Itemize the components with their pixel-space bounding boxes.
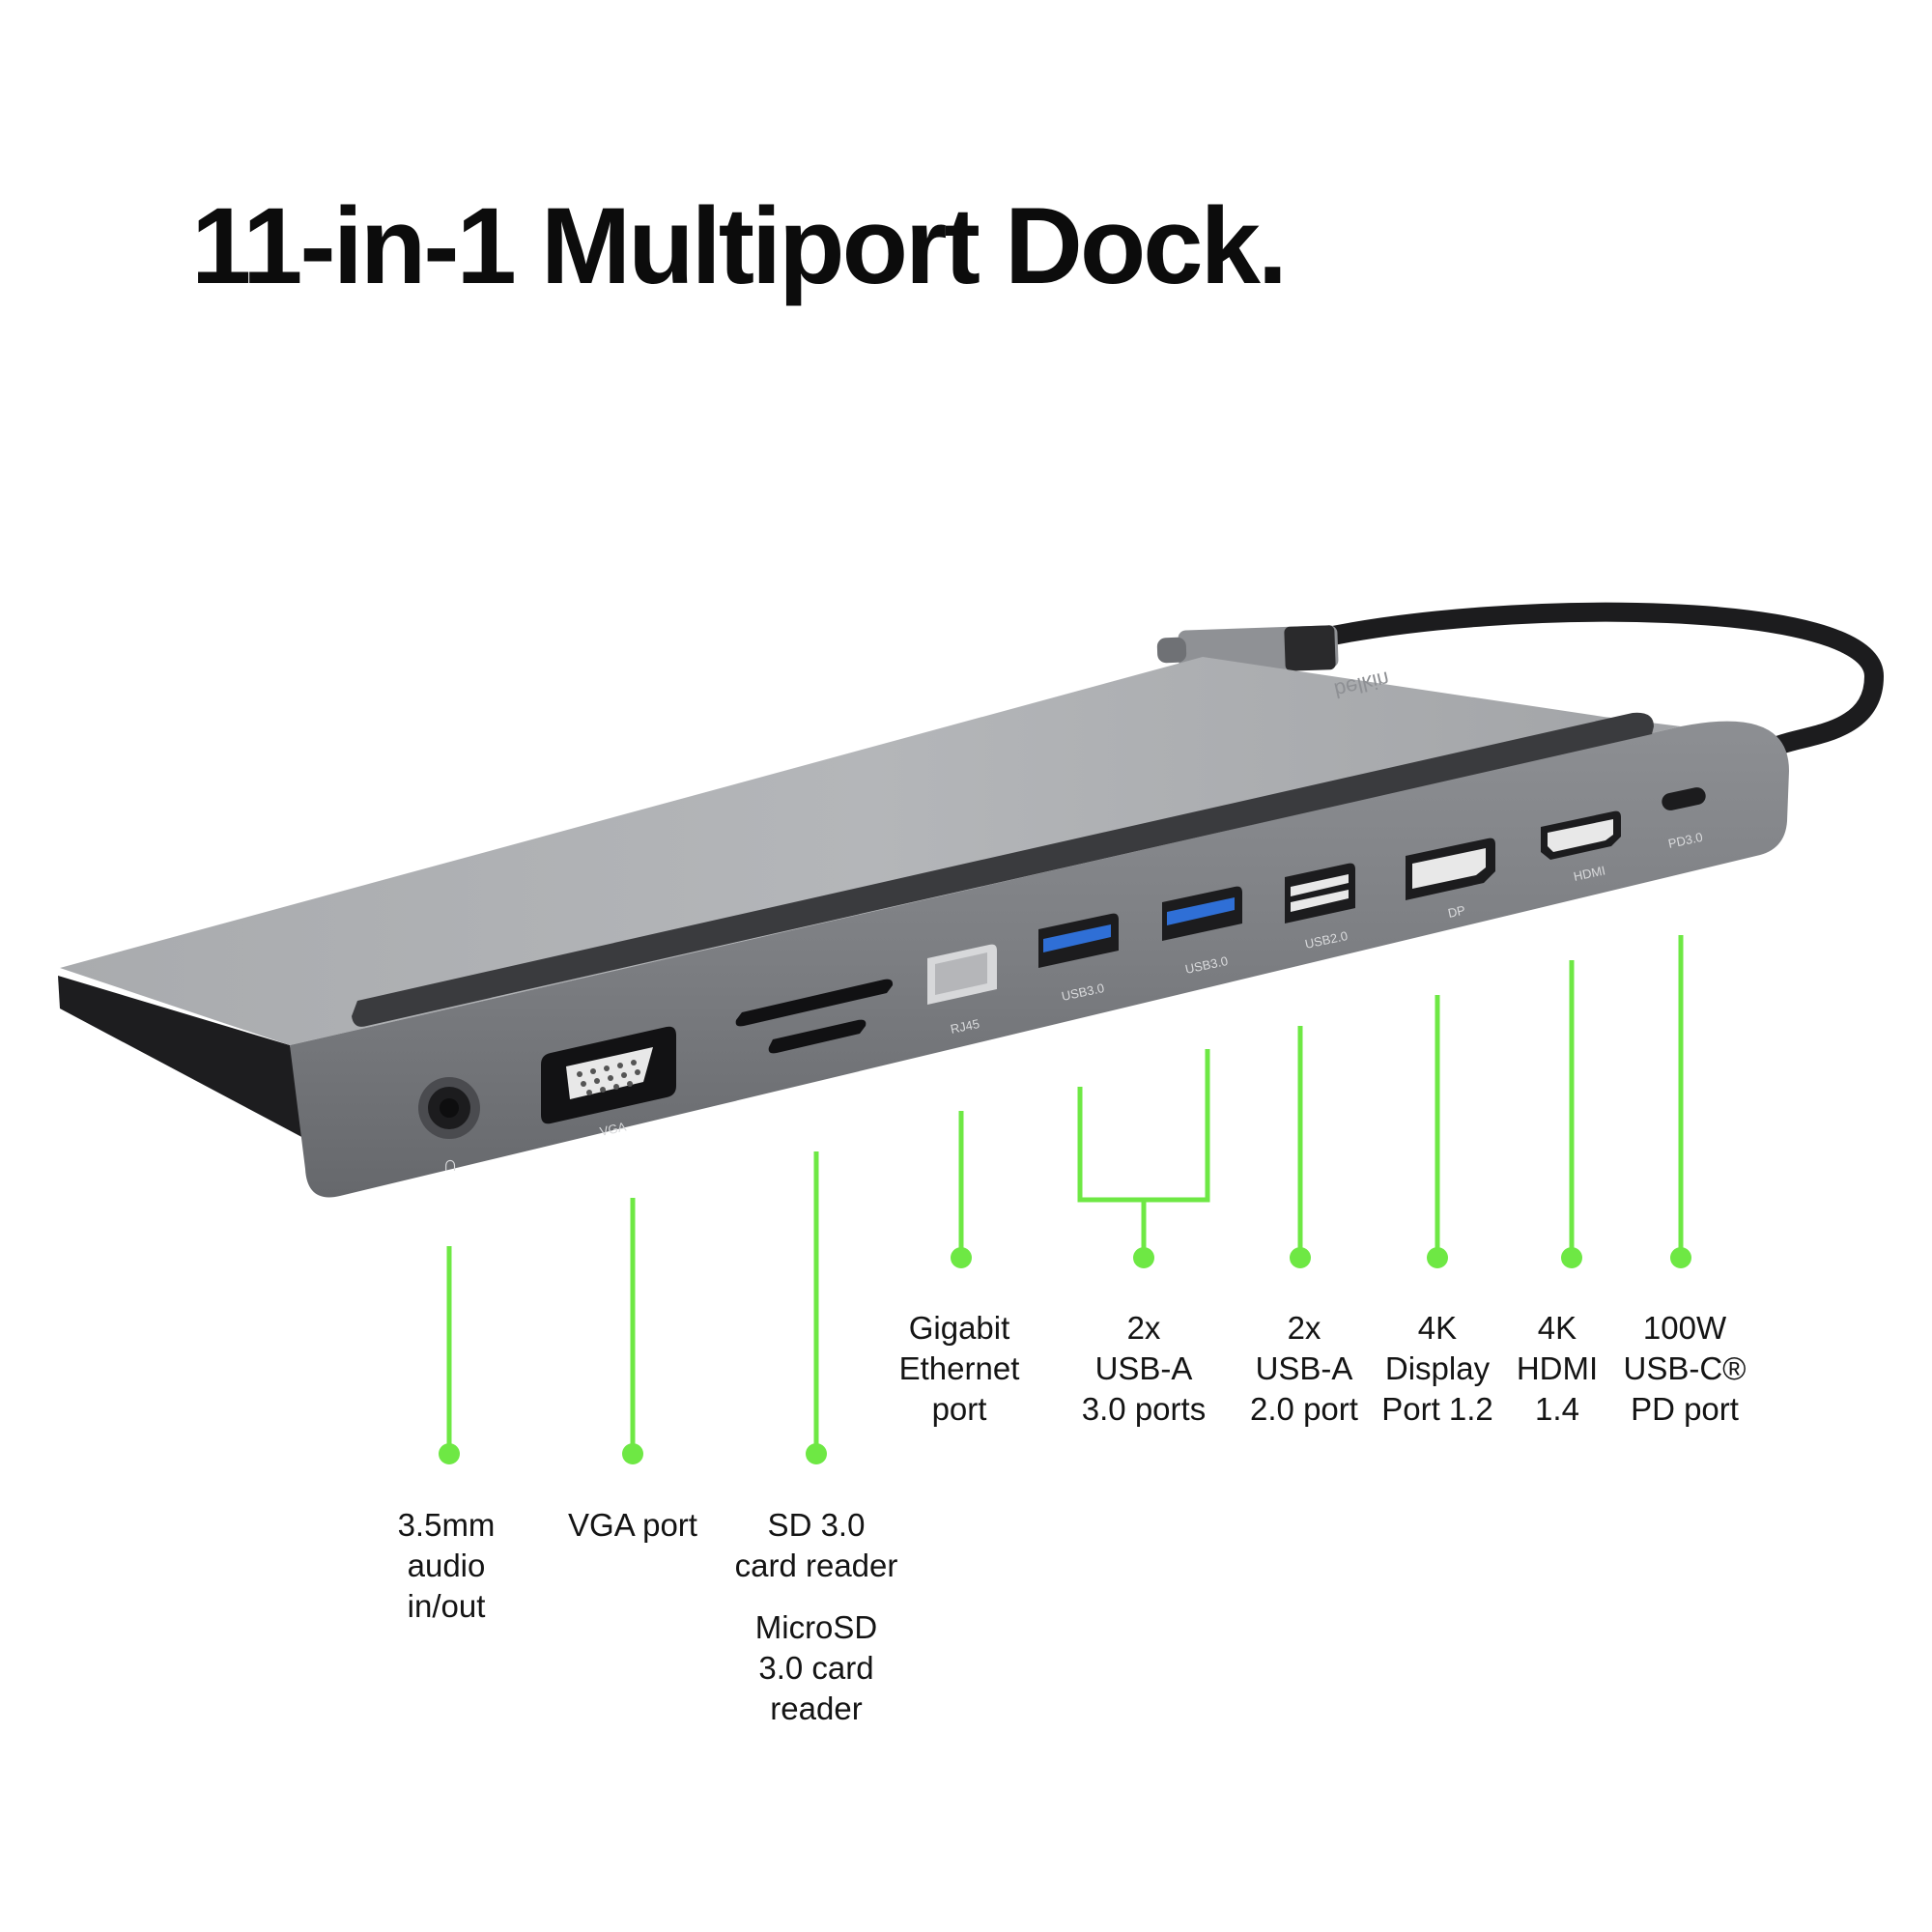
usb-a-3-port-2: USB3.0 — [1162, 886, 1242, 977]
label-sd: SD 3.0 card reader — [734, 1507, 898, 1583]
usb-c-cable — [1314, 602, 1885, 755]
sd-card-slots — [735, 979, 894, 1054]
label-usbc: 100W USB-C® PD port — [1623, 1310, 1747, 1427]
svg-text:HDMI: HDMI — [1573, 863, 1607, 884]
svg-text:PD3.0: PD3.0 — [1667, 830, 1704, 851]
label-hdmi: 4K HDMI 1.4 — [1516, 1310, 1599, 1427]
displayport-port: DP — [1406, 838, 1495, 921]
headphone-icon: ∩ — [442, 1151, 458, 1176]
callout-dots — [439, 1247, 1691, 1464]
callout-line-usb30 — [1077, 1049, 1210, 1258]
label-usb20: 2x USB-A 2.0 port — [1250, 1310, 1358, 1427]
vga-port: VGA — [541, 1026, 676, 1139]
svg-text:RJ45: RJ45 — [950, 1016, 981, 1037]
vga-pins-icon — [577, 1060, 640, 1095]
label-ethernet: Gigabit Ethernet port — [898, 1310, 1020, 1427]
page-title: 11-in-1 Multiport Dock. — [191, 185, 1288, 306]
usb-c-pd-port: PD3.0 — [1662, 787, 1706, 851]
audio-jack-port: ∩ — [418, 1077, 480, 1176]
callout-lines — [446, 935, 1684, 1454]
label-vga: VGA port — [568, 1507, 697, 1543]
usb-a-2-port: USB2.0 — [1285, 863, 1355, 952]
svg-text:DP: DP — [1447, 903, 1467, 921]
ethernet-port: RJ45 — [927, 944, 997, 1037]
label-displayport: 4K Display Port 1.2 — [1381, 1310, 1493, 1427]
label-audio: 3.5mm audio in/out — [397, 1507, 496, 1624]
hdmi-port: HDMI — [1541, 810, 1621, 884]
label-usb30: 2x USB-A 3.0 ports — [1081, 1310, 1207, 1427]
svg-text:VGA: VGA — [599, 1119, 628, 1138]
dock-body — [58, 657, 1789, 1198]
label-microsd: MicroSD 3.0 card reader — [754, 1609, 878, 1726]
